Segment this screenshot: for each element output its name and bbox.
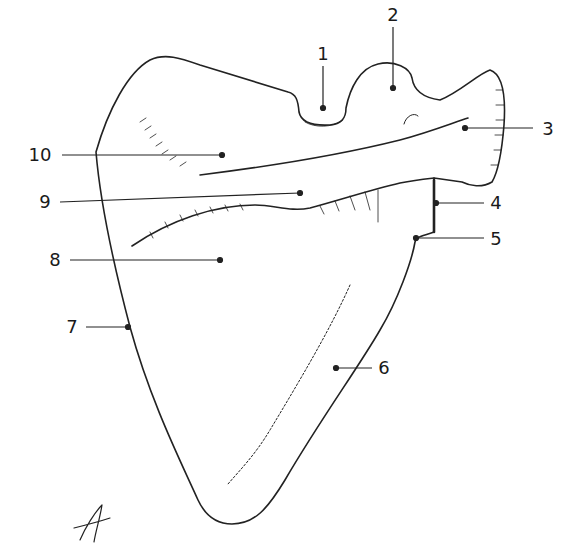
leader-dot	[463, 126, 468, 131]
leader-line	[86, 326, 128, 327]
leader-dot	[218, 258, 223, 263]
notch-rim	[305, 120, 343, 126]
leader-dot	[126, 325, 131, 330]
leader-line	[60, 193, 300, 202]
leader-dot	[220, 153, 225, 158]
leader-line	[392, 27, 393, 88]
callout-number: 8	[49, 251, 60, 269]
facet	[404, 114, 418, 124]
spine-lower-edge	[132, 178, 434, 246]
leader-line	[436, 202, 484, 203]
leader-line	[70, 259, 220, 260]
leader-line	[465, 127, 533, 128]
callout-number: 6	[378, 359, 389, 377]
callout-number: 5	[490, 230, 501, 248]
callout-number: 2	[387, 6, 398, 24]
callout-number: 7	[66, 318, 77, 336]
leader-dot	[298, 191, 303, 196]
spine-upper-edge	[200, 118, 468, 175]
leader-line	[322, 66, 323, 108]
leader-dot	[391, 86, 396, 91]
leader-dot	[434, 201, 439, 206]
glenoid-rim	[433, 180, 436, 232]
leader-line	[62, 154, 222, 155]
leader-dot	[334, 366, 339, 371]
callout-number: 10	[29, 146, 52, 164]
leader-dot	[321, 106, 326, 111]
hatching	[140, 118, 186, 166]
leader-line	[416, 237, 484, 238]
callout-number: 1	[317, 45, 328, 63]
leader-dot	[414, 236, 419, 241]
callout-number: 9	[39, 193, 50, 211]
callout-number: 4	[490, 194, 501, 212]
callout-number: 3	[542, 120, 553, 138]
leader-line	[336, 367, 372, 368]
signature	[74, 505, 110, 542]
lateral-ridge	[228, 285, 350, 484]
scapula-outline	[96, 57, 504, 524]
